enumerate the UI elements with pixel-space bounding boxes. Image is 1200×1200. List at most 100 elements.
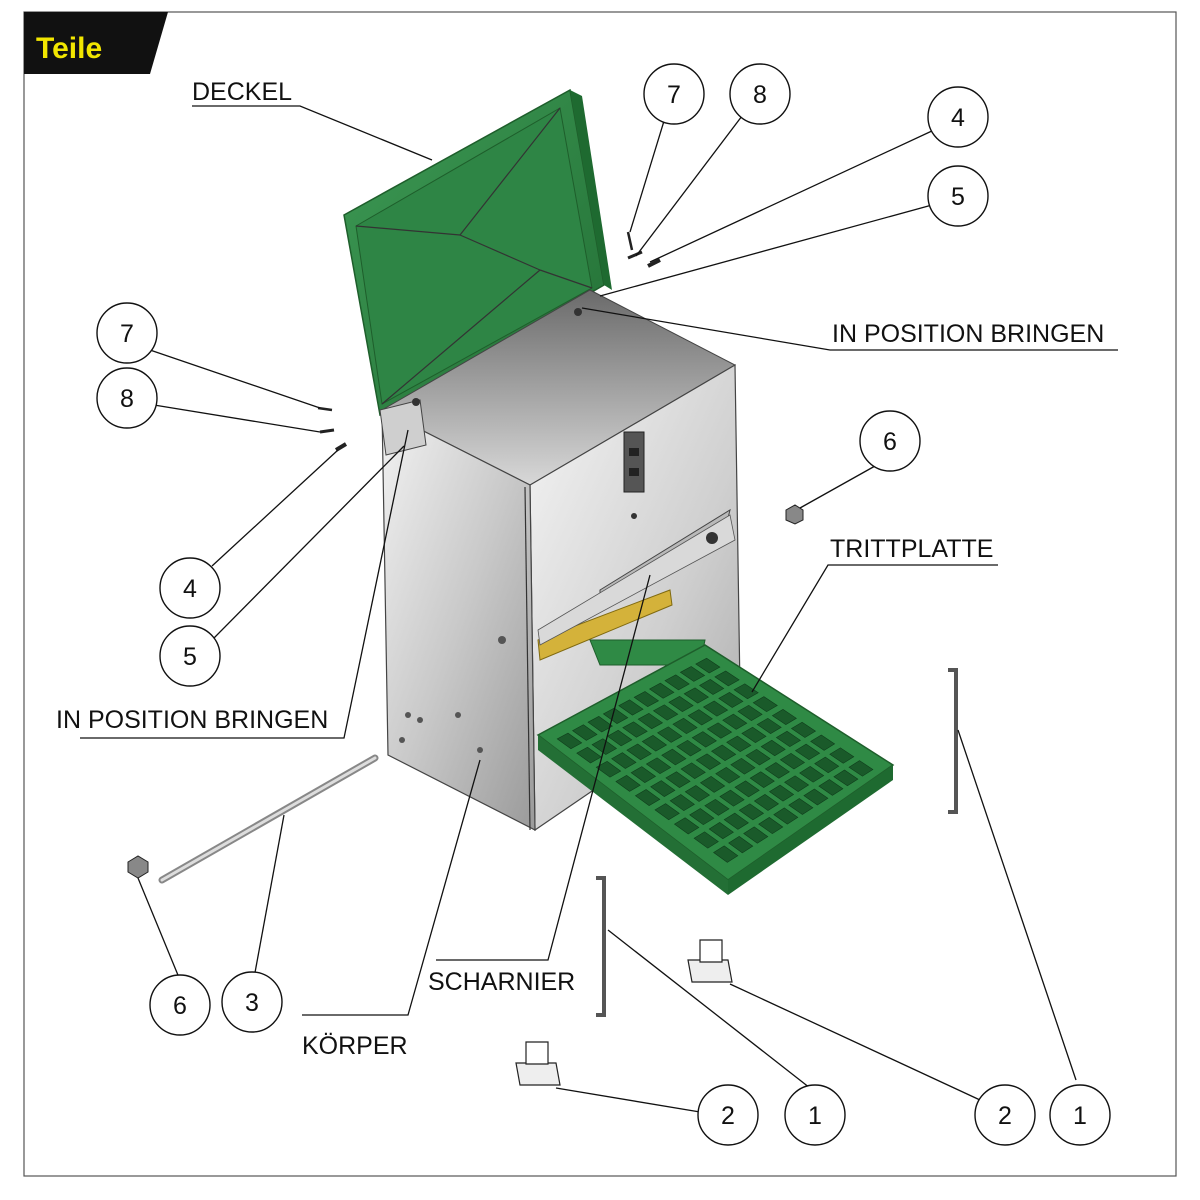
grid-cell [715,767,741,784]
grid-cell [676,739,702,757]
grid-cell [726,735,752,752]
grid-cell [695,753,722,770]
grid-cell [741,726,767,743]
svg-text:8: 8 [753,81,767,109]
callout-8-left: 8 [96,367,158,429]
rod-part-3 [158,754,379,884]
grid-cell [652,704,679,721]
grid-cell [743,826,769,844]
grid-cell [708,822,734,840]
grid-cell [719,789,745,807]
svg-text:1: 1 [1073,1102,1087,1130]
callout-4-top: 4 [927,86,989,148]
grid-cell [745,748,771,766]
grid-cell [848,760,874,777]
hanger-part-1-right [948,668,958,814]
callout-7-left: 7 [96,302,158,364]
grid-cell [713,845,739,863]
svg-text:7: 7 [667,81,681,109]
grid-cell [734,780,760,798]
nut-part-6-left [127,855,149,879]
grid-cell [760,739,786,757]
lid [343,88,612,417]
grid-cell [730,757,756,775]
label-deckel: DECKEL [192,78,292,106]
grid-cell [706,722,733,739]
callout-6-left: 6 [149,974,211,1036]
grid-cell [771,709,797,725]
grid-cell [775,730,801,748]
grid-cell [695,657,721,674]
svg-text:4: 4 [951,104,965,132]
callout-7-top: 7 [643,63,705,125]
grid-cell [737,704,763,721]
callout-1-right: 1 [1049,1084,1111,1146]
treadle-plate [536,639,895,895]
grid-cell [637,712,664,730]
leader-lines [80,105,1118,1113]
grid-cell [611,752,637,769]
svg-text:6: 6 [883,428,897,456]
grid-cell [630,766,657,783]
bracket-part-2-right [687,939,733,983]
callout-8-top: 8 [729,63,791,125]
grid-cell [661,748,687,766]
grid-cell [790,721,817,738]
grid-cell [618,699,644,716]
grid-cell [680,762,706,779]
grid-cell [649,682,675,699]
grid-cell [664,674,690,691]
grid-cell [799,766,825,783]
grid-cell [699,679,725,695]
grid-cell [654,803,680,821]
grid-cell [803,788,829,806]
grid-cell [699,776,726,793]
grid-cell [784,775,810,792]
grid-cell [606,729,633,747]
grid-cell [572,724,598,741]
grid-cell [633,691,660,708]
grid-cell [669,794,695,812]
grid-cell [756,717,782,734]
grid-cell [710,744,737,761]
grid-cell [794,743,821,761]
svg-text:5: 5 [183,643,197,671]
grid-cell [602,707,629,724]
grid-cell [687,709,713,726]
callout-5-left: 5 [159,625,221,687]
page-frame [23,11,1177,1177]
svg-text:8: 8 [120,385,134,413]
treadle-grid [556,657,874,863]
svg-text:4: 4 [183,575,197,603]
svg-text:2: 2 [998,1102,1012,1130]
grid-cell [814,756,840,774]
callout-1-bottom: 1 [784,1084,846,1146]
grid-cell [702,700,729,717]
grid-cell [689,808,715,826]
label-trittplatte: TRITTPLATTE [830,535,993,563]
grid-cell [626,743,652,761]
title-text: Teile [36,32,102,65]
grid-cell [829,747,855,764]
callout-4-left: 4 [159,557,221,619]
bracket-part-2-bottom [515,1041,561,1086]
grid-cell [672,717,698,735]
nut-part-6-right [785,504,804,525]
label-in-position-left: IN POSITION BRINGEN [56,706,328,734]
grid-cell [622,721,648,738]
grid-cell [749,771,775,788]
grid-cell [679,666,706,682]
grid-cell [773,807,799,825]
grid-cell [587,716,613,733]
callout-2-right: 2 [974,1084,1036,1146]
svg-text:1: 1 [808,1102,822,1130]
grid-cell [650,780,676,797]
grid-cell [615,775,641,792]
label-koerper: KÖRPER [302,1032,408,1060]
callout-5-top: 5 [927,165,989,227]
hardware-top [626,231,661,268]
grid-cell [595,760,622,778]
grid-cell [714,670,740,687]
title-tab: Teile [24,12,168,74]
